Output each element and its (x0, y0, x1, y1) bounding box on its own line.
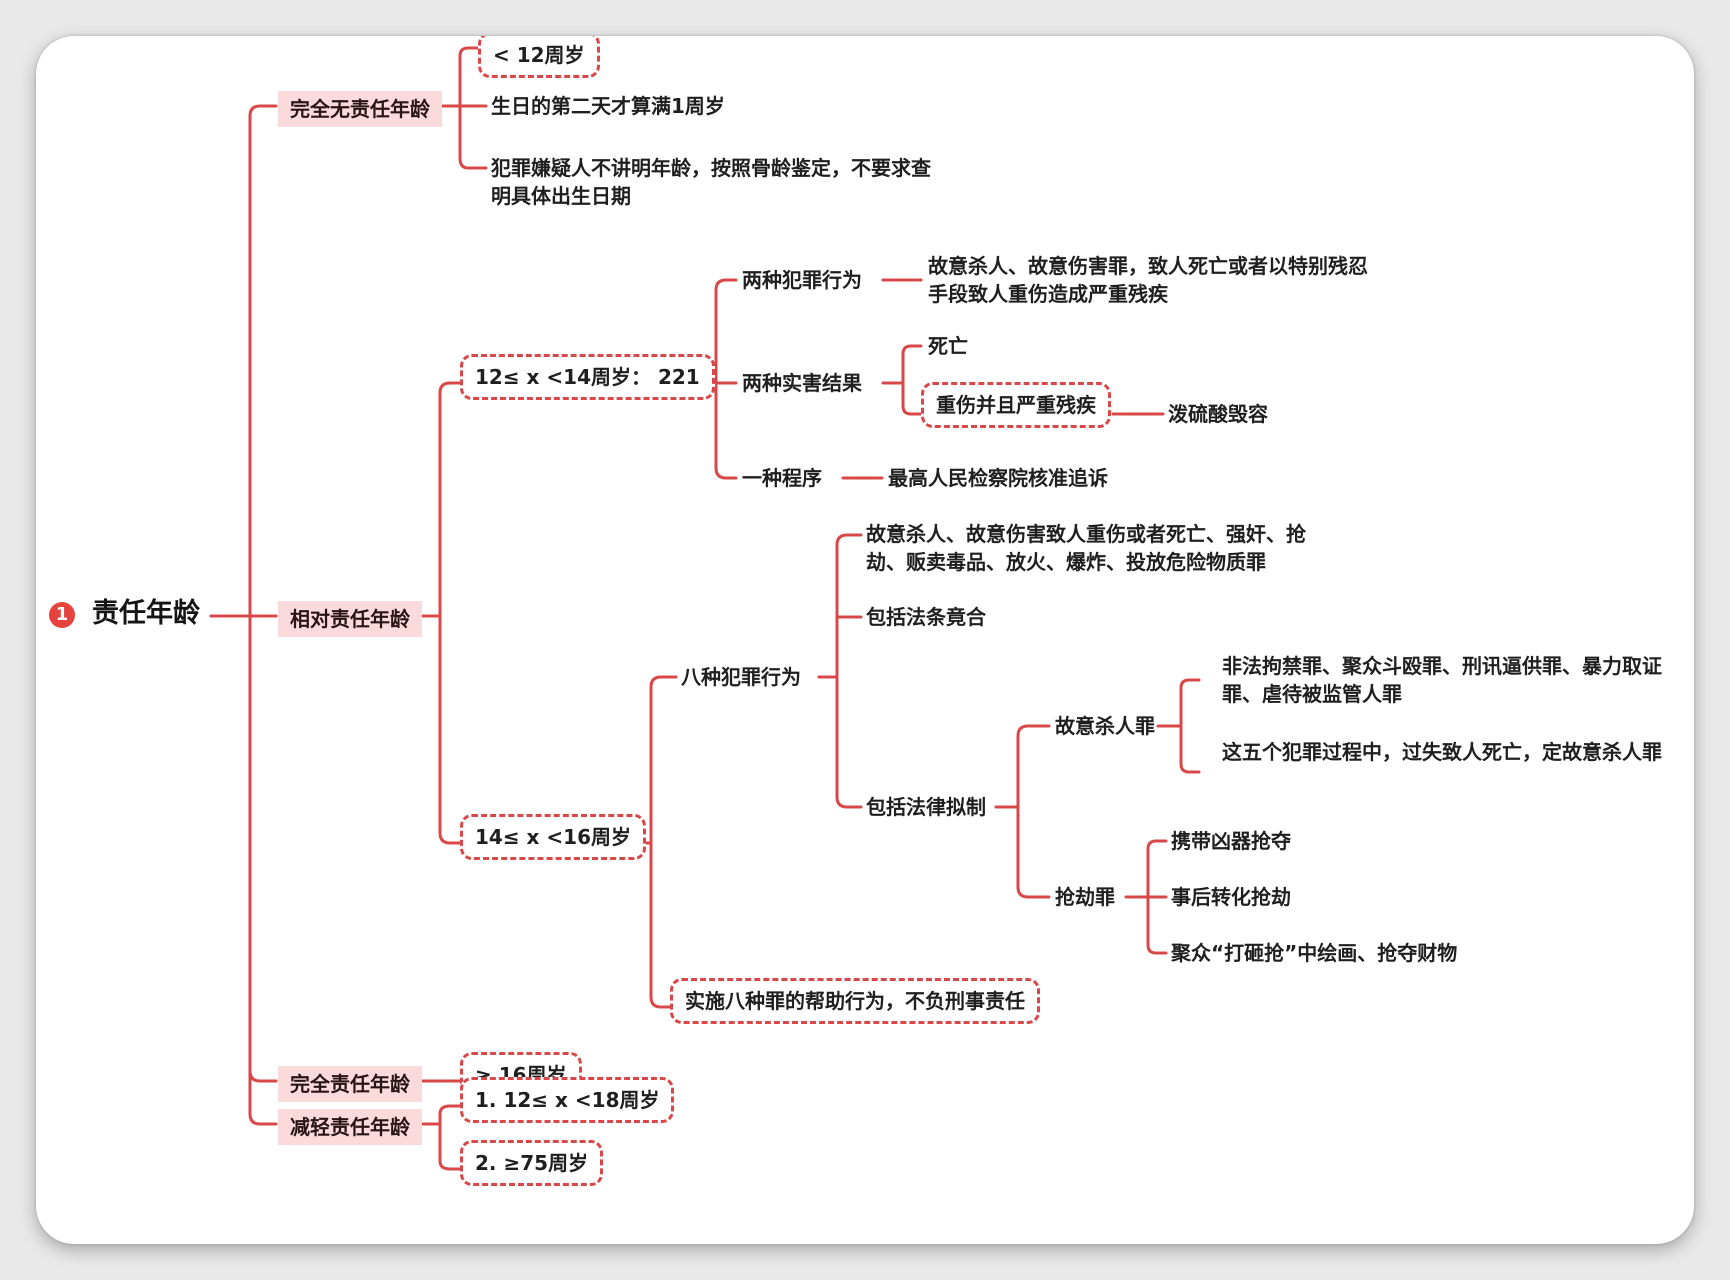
note-birthday[interactable]: 生日的第二天才算满1周岁 (491, 94, 725, 118)
age-box-14-16[interactable]: 14≤ x <16周岁 (460, 814, 647, 860)
node-eight-criminal-acts[interactable]: 八种犯罪行为 (681, 665, 801, 689)
node-acid-disfigure[interactable]: 泼硫酸毁容 (1168, 402, 1268, 426)
node-negligent-death-rule[interactable]: 这五个犯罪过程中，过失致人死亡，定故意杀人罪 (1222, 740, 1662, 764)
root-number-badge: 1 (49, 602, 75, 628)
topic-complete-no-responsibility[interactable]: 完全无责任年龄 (278, 91, 442, 127)
node-robbery[interactable]: 抢劫罪 (1055, 885, 1115, 909)
node-two-acts-detail[interactable]: 故意杀人、故意伤害罪，致人死亡或者以特别残忍手段致人重伤造成严重残疾 (928, 254, 1368, 306)
node-accomplice-no-liability-box[interactable]: 实施八种罪的帮助行为，不负刑事责任 (670, 978, 1040, 1024)
topic-full-responsibility[interactable]: 完全责任年龄 (278, 1066, 422, 1102)
node-includes-legal-fiction[interactable]: 包括法律拟制 (866, 795, 986, 819)
node-two-criminal-acts[interactable]: 两种犯罪行为 (742, 268, 862, 292)
root-topic[interactable]: 责任年龄 (92, 598, 200, 629)
node-five-crimes[interactable]: 非法拘禁罪、聚众斗殴罪、刑讯逼供罪、暴力取证罪、虐待被监管人罪 (1222, 654, 1662, 706)
topic-relative-responsibility[interactable]: 相对责任年龄 (278, 601, 422, 637)
age-box-12-14[interactable]: 12≤ x <14周岁： 221 (460, 354, 715, 400)
node-armed-snatching[interactable]: 携带凶器抢夺 (1171, 829, 1291, 853)
node-converted-robbery[interactable]: 事后转化抢劫 (1171, 885, 1291, 909)
note-bone-age[interactable]: 犯罪嫌疑人不讲明年龄，按照骨龄鉴定，不要求查明具体出生日期 (491, 156, 931, 208)
node-eight-acts-detail[interactable]: 故意杀人、故意伤害致人重伤或者死亡、强奸、抢劫、贩卖毒品、放火、爆炸、投放危险物… (866, 522, 1306, 574)
age-box-under-12[interactable]: < 12周岁 (478, 36, 600, 78)
node-intentional-homicide[interactable]: 故意杀人罪 (1055, 714, 1155, 738)
age-box-over-75[interactable]: 2. ≥75周岁 (460, 1140, 604, 1186)
trunk-vertical (248, 104, 278, 618)
connector-lines (209, 46, 1201, 1171)
node-mob-looting[interactable]: 聚众“打砸抢”中绘画、抢夺财物 (1171, 941, 1458, 965)
topic-reduced-responsibility[interactable]: 减轻责任年龄 (278, 1109, 422, 1145)
node-procuratorate-approval[interactable]: 最高人民检察院核准追诉 (888, 466, 1108, 490)
node-two-harm-results[interactable]: 两种实害结果 (742, 371, 862, 395)
node-includes-concurrence[interactable]: 包括法条竟合 (866, 605, 986, 629)
node-death[interactable]: 死亡 (928, 334, 968, 358)
age-box-12-18[interactable]: 1. 12≤ x <18周岁 (460, 1077, 675, 1123)
node-serious-injury-box[interactable]: 重伤并且严重残疾 (921, 382, 1111, 428)
mindmap-canvas: 1 责任年龄 完全无责任年龄 < 12周岁 生日的第二天才算满1周岁 犯罪嫌疑人… (36, 36, 1694, 1244)
node-one-procedure[interactable]: 一种程序 (742, 466, 822, 490)
